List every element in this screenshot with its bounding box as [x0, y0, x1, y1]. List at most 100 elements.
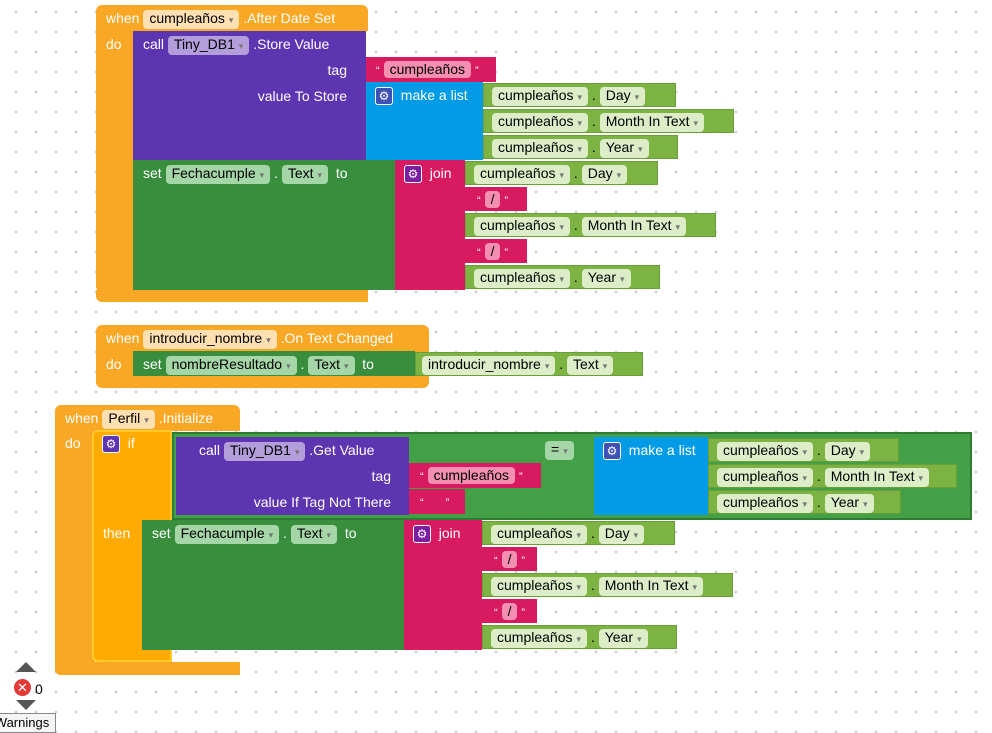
- text-literal: “ / ”: [494, 551, 526, 568]
- getter-component-dropdown[interactable]: cumpleaños▾: [474, 165, 571, 184]
- set-component-dropdown[interactable]: Fechacumple▾: [165, 165, 271, 184]
- getter-content: cumpleaños▾ . Day▾: [474, 164, 628, 184]
- text-literal: “ / ”: [494, 603, 526, 620]
- do-label: do: [106, 356, 122, 372]
- set-component-dropdown[interactable]: Fechacumple▾: [174, 525, 280, 544]
- make-list-header: ⚙ make a list: [603, 441, 696, 461]
- event-header: when cumpleaños▾ .After Date Set: [106, 9, 335, 29]
- getter-property-dropdown[interactable]: Month In Text▾: [824, 468, 930, 487]
- getter-content: cumpleaños▾ . Day▾: [491, 524, 645, 544]
- getter-component-dropdown[interactable]: cumpleaños▾: [492, 139, 589, 158]
- getter-property-dropdown[interactable]: Year▾: [824, 494, 874, 513]
- mutator-gear-icon[interactable]: ⚙: [375, 87, 393, 106]
- text-literal: “ cumpleaños ”: [420, 467, 523, 484]
- tag-label: tag: [327, 62, 347, 78]
- db-dropdown[interactable]: Tiny_DB1▾: [167, 36, 250, 55]
- join-header: ⚙ join: [413, 524, 461, 544]
- text-field[interactable]: /: [501, 551, 518, 568]
- make-list-header: ⚙ make a list: [375, 86, 468, 106]
- get-value-header: call Tiny_DB1▾ .Get Value: [199, 441, 374, 461]
- getter-content: cumpleaños▾ . Day▾: [492, 86, 646, 106]
- when-label: when: [106, 10, 140, 26]
- getter-content: cumpleaños▾ . Year▾: [491, 628, 648, 648]
- getter-component-dropdown[interactable]: cumpleaños▾: [491, 629, 588, 648]
- mutator-gear-icon[interactable]: ⚙: [404, 165, 422, 184]
- error-icon: ✕: [14, 679, 31, 696]
- join-header: ⚙ join: [404, 164, 452, 184]
- getter-component-dropdown[interactable]: cumpleaños▾: [717, 442, 814, 461]
- getter-content: cumpleaños▾ . Month In Text▾: [492, 112, 705, 132]
- set-property-dropdown[interactable]: Text▾: [308, 356, 355, 375]
- next-warning-arrow-icon[interactable]: [16, 700, 36, 710]
- error-count: 0: [35, 681, 43, 697]
- getter-component-dropdown[interactable]: cumpleaños▾: [492, 87, 589, 106]
- text-literal: “ / ”: [477, 191, 509, 208]
- getter-component-dropdown[interactable]: cumpleaños▾: [717, 468, 814, 487]
- component-dropdown[interactable]: Perfil▾: [102, 410, 155, 429]
- value-to-store-label: value To Store: [257, 88, 347, 104]
- getter-content: introducir_nombre▾ . Text▾: [422, 355, 614, 375]
- text-block-empty[interactable]: [409, 489, 465, 514]
- getter-property-dropdown[interactable]: Day▾: [599, 87, 646, 106]
- event-block-body: [55, 430, 95, 675]
- getter-content: cumpleaños▾ . Month In Text▾: [717, 467, 930, 487]
- event-header: when Perfil▾ .Initialize: [65, 409, 213, 429]
- getter-component-dropdown[interactable]: cumpleaños▾: [717, 494, 814, 513]
- set-header: set Fechacumple▾ . Text▾ to: [152, 524, 357, 544]
- operator-dropdown[interactable]: =▾: [545, 440, 574, 460]
- component-dropdown[interactable]: cumpleaños▾: [143, 10, 240, 29]
- getter-component-dropdown[interactable]: introducir_nombre▾: [422, 356, 556, 375]
- getter-property-dropdown[interactable]: Month In Text▾: [581, 217, 687, 236]
- getter-property-dropdown[interactable]: Day▾: [824, 442, 871, 461]
- text-literal: “ ”: [420, 497, 450, 509]
- text-field[interactable]: /: [484, 243, 501, 260]
- getter-property-dropdown[interactable]: Text▾: [567, 356, 614, 375]
- getter-content: cumpleaños▾ . Year▾: [474, 268, 631, 288]
- event-name: .After Date Set: [243, 10, 336, 26]
- getter-property-dropdown[interactable]: Year▾: [598, 629, 648, 648]
- getter-content: cumpleaños▾ . Year▾: [717, 493, 874, 513]
- getter-component-dropdown[interactable]: cumpleaños▾: [492, 113, 589, 132]
- getter-property-dropdown[interactable]: Day▾: [581, 165, 628, 184]
- text-field[interactable]: /: [501, 603, 518, 620]
- getter-property-dropdown[interactable]: Year▾: [599, 139, 649, 158]
- text-field[interactable]: cumpleaños: [383, 61, 472, 78]
- getter-component-dropdown[interactable]: cumpleaños▾: [474, 269, 571, 288]
- getter-property-dropdown[interactable]: Year▾: [581, 269, 631, 288]
- text-field[interactable]: /: [484, 191, 501, 208]
- value-if-not-label: value If Tag Not There: [253, 494, 391, 510]
- text-literal: “ / ”: [477, 243, 509, 260]
- warnings-toggle-button[interactable]: Warnings: [0, 713, 56, 733]
- text-literal: “ cumpleaños ”: [376, 61, 479, 78]
- mutator-gear-icon[interactable]: ⚙: [102, 435, 120, 454]
- getter-content: cumpleaños▾ . Day▾: [717, 441, 871, 461]
- if-header: ⚙ if: [102, 434, 135, 454]
- getter-property-dropdown[interactable]: Month In Text▾: [599, 113, 705, 132]
- event-block-footer: [96, 290, 368, 302]
- store-value-header: call Tiny_DB1▾ .Store Value: [143, 35, 329, 55]
- set-header: set Fechacumple▾ . Text▾ to: [143, 164, 348, 184]
- previous-warning-arrow-icon[interactable]: [16, 662, 36, 672]
- event-block-body: [96, 30, 134, 292]
- getter-property-dropdown[interactable]: Day▾: [598, 525, 645, 544]
- set-property-dropdown[interactable]: Text▾: [281, 165, 329, 184]
- text-field[interactable]: cumpleaños: [427, 467, 516, 484]
- getter-component-dropdown[interactable]: cumpleaños▾: [491, 577, 588, 596]
- component-dropdown[interactable]: introducir_nombre▾: [143, 330, 277, 349]
- set-property-dropdown[interactable]: Text▾: [290, 525, 338, 544]
- set-component-dropdown[interactable]: nombreResultado▾: [165, 356, 297, 375]
- event-block-footer: [55, 662, 240, 675]
- getter-property-dropdown[interactable]: Month In Text▾: [598, 577, 704, 596]
- db-dropdown[interactable]: Tiny_DB1▾: [223, 442, 306, 461]
- getter-component-dropdown[interactable]: cumpleaños▾: [474, 217, 571, 236]
- getter-content: cumpleaños▾ . Month In Text▾: [491, 576, 704, 596]
- then-label: then: [103, 525, 131, 541]
- mutator-gear-icon[interactable]: ⚙: [603, 442, 621, 461]
- getter-component-dropdown[interactable]: cumpleaños▾: [491, 525, 588, 544]
- getter-content: cumpleaños▾ . Month In Text▾: [474, 216, 687, 236]
- do-label: do: [65, 435, 81, 451]
- do-label: do: [106, 36, 122, 52]
- mutator-gear-icon[interactable]: ⚙: [413, 525, 431, 544]
- event-header: when introducir_nombre▾ .On Text Changed: [106, 329, 393, 349]
- set-header: set nombreResultado▾ . Text▾ to: [143, 355, 374, 375]
